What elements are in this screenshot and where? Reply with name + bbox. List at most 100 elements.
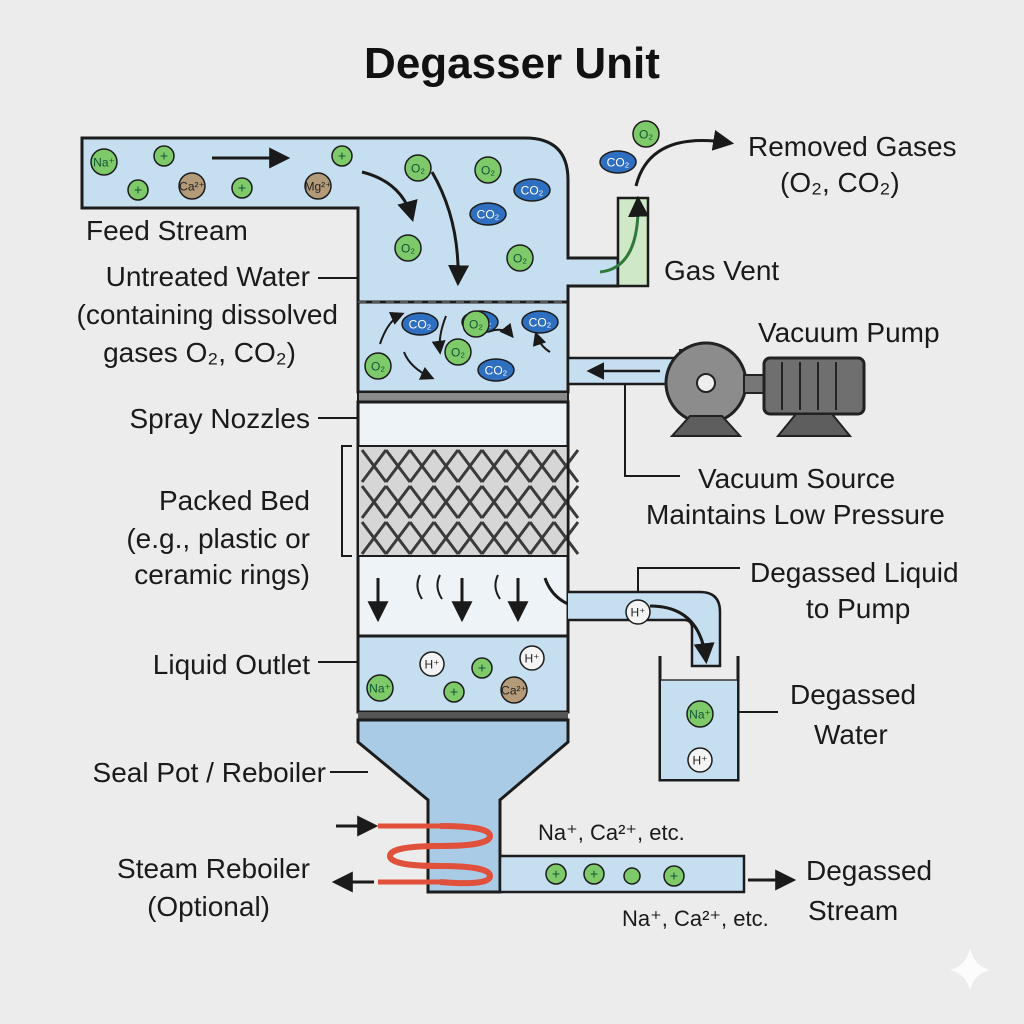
label-vacuum-pump: Vacuum Pump bbox=[758, 317, 940, 348]
label-degassed-liquid-detail: to Pump bbox=[806, 593, 910, 624]
svg-text:+: + bbox=[590, 866, 598, 882]
feed-arrows bbox=[212, 147, 470, 287]
o2-molecule: O₂ bbox=[394, 234, 422, 262]
o2-molecule: O₂ bbox=[506, 244, 534, 272]
packed-bed bbox=[357, 445, 580, 557]
degassed-water-tank bbox=[658, 656, 740, 782]
label-packed-bed: Packed Bed bbox=[159, 485, 310, 516]
na-ion: Na⁺ bbox=[90, 148, 118, 176]
ion-dot bbox=[623, 867, 641, 885]
label-vacuum-source-detail: Maintains Low Pressure bbox=[646, 499, 945, 530]
svg-text:+: + bbox=[670, 868, 678, 884]
h-ion: H⁺ bbox=[625, 599, 651, 625]
label-untreated-detail-2: gases O₂, CO₂) bbox=[103, 337, 296, 368]
swirl-arrows bbox=[379, 311, 551, 380]
label-gas-vent: Gas Vent bbox=[664, 255, 779, 286]
plus-ion: + bbox=[127, 179, 149, 201]
svg-text:+: + bbox=[160, 148, 168, 164]
co2-molecule: CO₂ bbox=[513, 178, 551, 202]
label-ions-top: Na⁺, Ca²⁺, etc. bbox=[538, 820, 685, 845]
h-ion: H⁺ bbox=[419, 651, 445, 677]
svg-text:Na⁺: Na⁺ bbox=[369, 682, 391, 696]
na-ion: Na⁺ bbox=[686, 700, 714, 728]
co2-molecule: CO₂ bbox=[401, 312, 439, 336]
svg-text:+: + bbox=[552, 866, 560, 882]
degassed-stream-pipe bbox=[498, 854, 746, 894]
label-spray-nozzles: Spray Nozzles bbox=[129, 403, 310, 434]
na-ion: Na⁺ bbox=[366, 674, 394, 702]
label-ions-bottom: Na⁺, Ca²⁺, etc. bbox=[622, 906, 769, 931]
leader-lines bbox=[318, 277, 778, 773]
svg-text:Ca²⁺: Ca²⁺ bbox=[179, 180, 205, 194]
label-degassed-stream-detail: Stream bbox=[808, 895, 898, 926]
svg-text:CO₂: CO₂ bbox=[477, 208, 500, 222]
steam-coil bbox=[331, 815, 494, 893]
label-removed-gases: Removed Gases bbox=[748, 131, 957, 162]
plus-ion: + bbox=[153, 145, 175, 167]
gas-vent-pipe bbox=[599, 129, 735, 288]
o2-molecule: O₂ bbox=[462, 310, 490, 338]
label-degassed-water-detail: Water bbox=[814, 719, 888, 750]
plus-ion: + bbox=[331, 145, 353, 167]
plus-ion: + bbox=[231, 177, 253, 199]
label-feed-stream: Feed Stream bbox=[86, 215, 248, 246]
svg-text:O₂: O₂ bbox=[401, 242, 415, 256]
o2-molecule: O₂ bbox=[364, 352, 392, 380]
o2-molecule: O₂ bbox=[632, 120, 660, 148]
label-vacuum-source: Vacuum Source bbox=[698, 463, 895, 494]
plus-ion: + bbox=[471, 657, 493, 679]
co2-molecule: CO₂ bbox=[469, 202, 507, 226]
label-steam-reboiler-detail: (Optional) bbox=[147, 891, 270, 922]
svg-text:CO₂: CO₂ bbox=[521, 184, 544, 198]
plus-ion: + bbox=[583, 863, 605, 885]
label-degassed-stream: Degassed bbox=[806, 855, 932, 886]
svg-text:O₂: O₂ bbox=[371, 360, 385, 374]
svg-text:H⁺: H⁺ bbox=[525, 652, 540, 666]
co2-molecule: CO₂ bbox=[477, 358, 515, 382]
co2-molecule: CO₂ bbox=[521, 310, 559, 334]
svg-text:O₂: O₂ bbox=[639, 128, 653, 142]
ca-ion: Ca²⁺ bbox=[500, 676, 528, 704]
svg-text:CO₂: CO₂ bbox=[409, 318, 432, 332]
mg-ion: Mg²⁺ bbox=[304, 172, 332, 200]
svg-text:O₂: O₂ bbox=[513, 252, 527, 266]
plus-ion: + bbox=[663, 865, 685, 887]
svg-text:+: + bbox=[338, 148, 346, 164]
svg-text:+: + bbox=[450, 684, 458, 700]
svg-text:Ca²⁺: Ca²⁺ bbox=[501, 684, 527, 698]
svg-text:CO₂: CO₂ bbox=[529, 316, 552, 330]
labels: Removed Gases (O₂, CO₂) Gas Vent Vacuum … bbox=[77, 131, 959, 931]
label-removed-gases-detail: (O₂, CO₂) bbox=[780, 167, 900, 198]
svg-text:O₂: O₂ bbox=[411, 162, 425, 176]
svg-text:O₂: O₂ bbox=[451, 346, 465, 360]
label-untreated-detail-1: (containing dissolved bbox=[77, 299, 339, 330]
svg-text:H⁺: H⁺ bbox=[425, 658, 440, 672]
o2-molecule: O₂ bbox=[444, 338, 472, 366]
svg-text:H⁺: H⁺ bbox=[631, 606, 646, 620]
svg-text:Na⁺: Na⁺ bbox=[93, 156, 115, 170]
page-title: Degasser Unit bbox=[364, 39, 660, 88]
label-degassed-liquid: Degassed Liquid bbox=[750, 557, 959, 588]
svg-text:H⁺: H⁺ bbox=[693, 754, 708, 768]
svg-text:CO₂: CO₂ bbox=[607, 156, 630, 170]
svg-text:O₂: O₂ bbox=[481, 164, 495, 178]
o2-molecule: O₂ bbox=[474, 156, 502, 184]
svg-text:+: + bbox=[134, 182, 142, 198]
label-steam-reboiler: Steam Reboiler bbox=[117, 853, 310, 884]
sump-divider bbox=[358, 712, 568, 720]
svg-text:O₂: O₂ bbox=[469, 318, 483, 332]
vacuum-pump bbox=[664, 341, 866, 437]
label-packed-bed-detail-1: (e.g., plastic or bbox=[126, 523, 310, 554]
label-packed-bed-detail-2: ceramic rings) bbox=[134, 559, 310, 590]
label-seal-pot: Seal Pot / Reboiler bbox=[93, 757, 326, 788]
plus-ion: + bbox=[443, 681, 465, 703]
svg-text:Na⁺: Na⁺ bbox=[689, 708, 711, 722]
label-untreated-water: Untreated Water bbox=[106, 261, 310, 292]
svg-text:+: + bbox=[478, 660, 486, 676]
degassed-liquid-pipe bbox=[566, 402, 722, 668]
svg-text:CO₂: CO₂ bbox=[485, 364, 508, 378]
label-degassed-water: Degassed bbox=[790, 679, 916, 710]
h-ion: H⁺ bbox=[519, 645, 545, 671]
co2-molecule: CO₂ bbox=[599, 150, 637, 174]
plus-ion: + bbox=[545, 863, 567, 885]
